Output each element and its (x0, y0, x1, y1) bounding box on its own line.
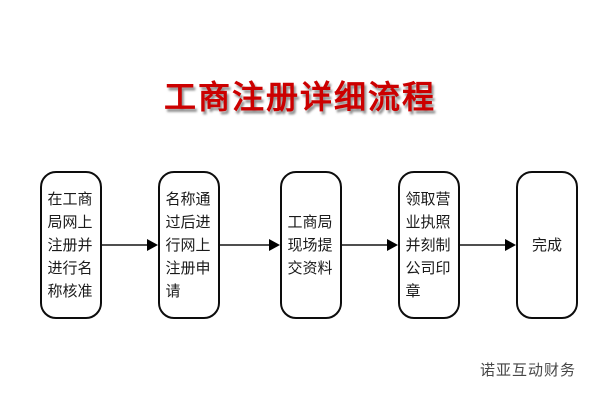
flow-node-submit-materials: 工商局现场提交资料 (280, 171, 342, 319)
flow-arrow-1 (102, 239, 158, 251)
flow-node-done: 完成 (516, 171, 578, 319)
watermark-text: 诺亚互动财务 (479, 362, 576, 379)
flow-arrow-3 (342, 239, 398, 251)
flow-arrow-2 (220, 239, 280, 251)
flow-node-label: 在工商局网上注册并进行名称核准 (47, 190, 93, 300)
flow-node-label: 名称通过后进行网上注册申请 (165, 190, 211, 300)
flow-node-label: 完成 (531, 236, 562, 254)
flow-node-label: 领取营业执照并刻制公司印章 (405, 190, 451, 300)
flow-node-online-register: 在工商局网上注册并进行名称核准 (40, 171, 102, 319)
flow-node-get-license-seals: 领取营业执照并刻制公司印章 (398, 171, 460, 319)
flow-arrow-4 (460, 239, 516, 251)
flow-node-label: 工商局现场提交资料 (287, 213, 333, 277)
flow-node-name-approved-apply: 名称通过后进行网上注册申请 (158, 171, 220, 319)
page-title: 工商注册详细流程 (163, 79, 436, 115)
